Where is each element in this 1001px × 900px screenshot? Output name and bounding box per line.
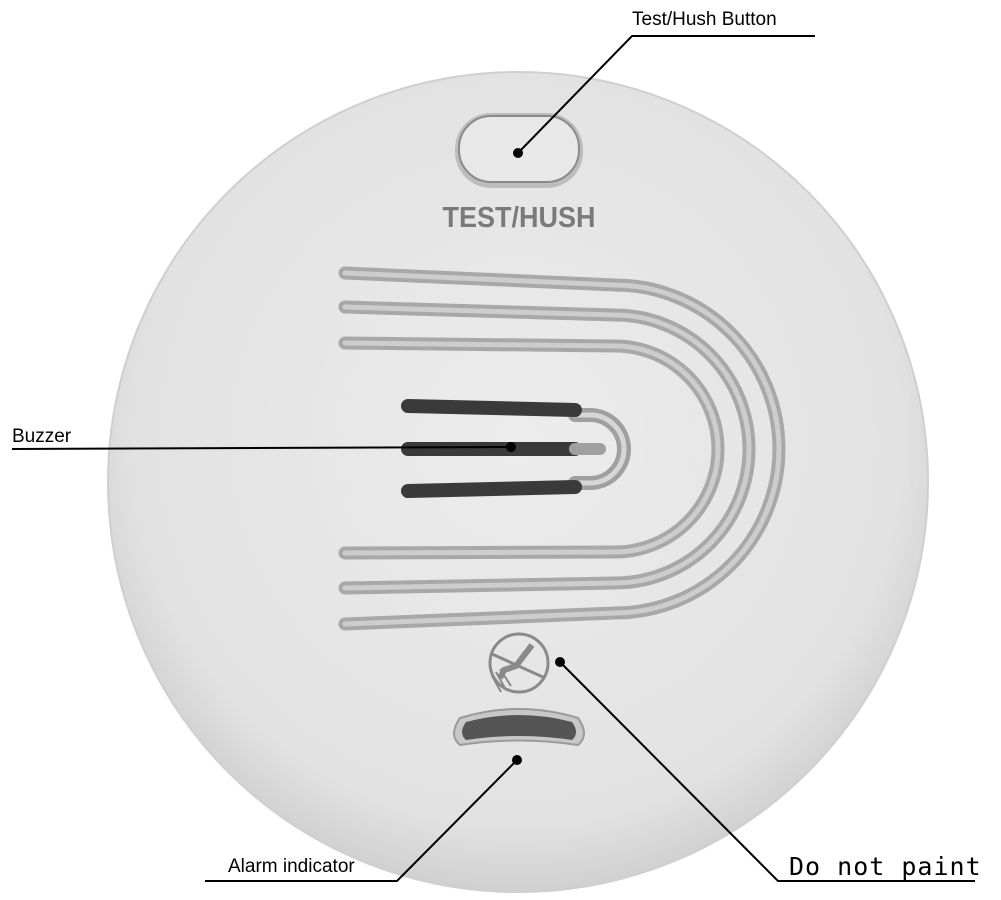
callout-buzzer: Buzzer bbox=[12, 426, 72, 447]
buzzer-grille bbox=[401, 399, 631, 498]
callout-dots bbox=[506, 148, 565, 765]
vent-slots bbox=[338, 266, 786, 631]
callout-test-hush-button: Test/Hush Button bbox=[632, 9, 777, 30]
button-label: TEST/HUSH bbox=[443, 201, 596, 233]
alarm-indicator-led bbox=[453, 708, 585, 747]
callout-do-not-paint: Do not paint bbox=[789, 852, 982, 881]
callout-alarm-indicator: Alarm indicator bbox=[228, 856, 355, 877]
callout-lines bbox=[11, 35, 975, 882]
no-paint-icon bbox=[488, 632, 550, 694]
